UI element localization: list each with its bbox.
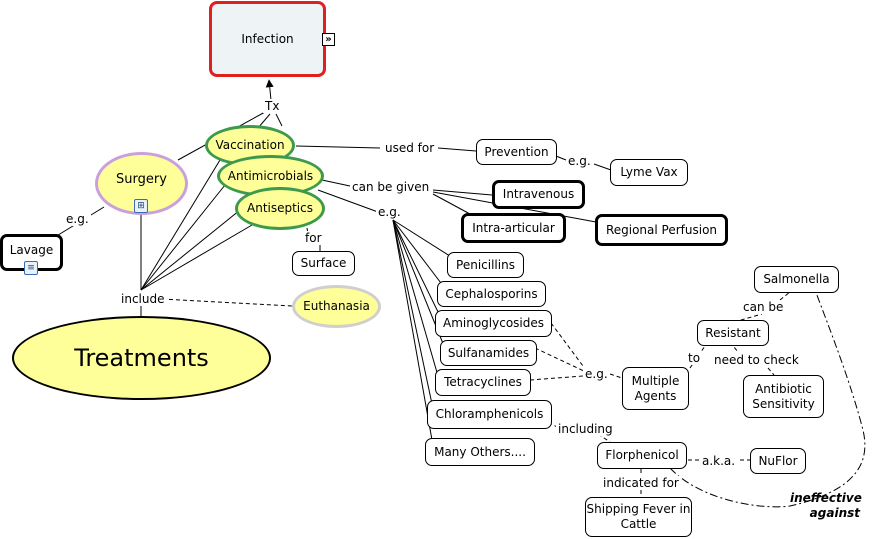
infection-label: Infection bbox=[241, 31, 294, 46]
expand-icon[interactable]: » bbox=[322, 33, 335, 46]
vaccination-label: Vaccination bbox=[215, 138, 285, 152]
can-be-given-label: can be given bbox=[350, 180, 432, 194]
cephalosporins-node[interactable]: Cephalosporins bbox=[437, 281, 546, 307]
aka-label: a.k.a. bbox=[700, 454, 738, 468]
tx-label: Tx bbox=[263, 99, 282, 113]
ineffective-against-label: ineffective against bbox=[790, 491, 862, 520]
indicated-for-label: indicated for bbox=[601, 476, 681, 490]
sulfanamides-label: Sulfanamides bbox=[447, 345, 530, 360]
penicillins-label: Penicillins bbox=[456, 257, 515, 272]
intravenous-label: Intravenous bbox=[502, 187, 575, 201]
infection-node[interactable]: Infection bbox=[209, 1, 326, 77]
surgery-node[interactable]: Surgery bbox=[95, 152, 188, 215]
regional-perfusion-node[interactable]: Regional Perfusion bbox=[595, 214, 728, 246]
for-label: for bbox=[303, 231, 324, 245]
to-label: to bbox=[686, 351, 703, 365]
nuflor-label: NuFlor bbox=[758, 453, 798, 468]
many-others-label: Many Others.... bbox=[434, 444, 526, 459]
antibiotic-sensitivity-label: Antibiotic Sensitivity bbox=[752, 381, 815, 411]
lyme-vax-label: Lyme Vax bbox=[620, 165, 678, 179]
aminoglycosides-node[interactable]: Aminoglycosides bbox=[435, 310, 552, 337]
intra-articular-label: Intra-articular bbox=[472, 220, 555, 235]
tetracyclines-label: Tetracyclines bbox=[444, 375, 522, 389]
can-be-label: can be bbox=[741, 300, 786, 314]
nuflor-node[interactable]: NuFlor bbox=[750, 448, 806, 474]
euthanasia-node[interactable]: Euthanasia bbox=[292, 285, 381, 328]
antimicrobials-label: Antimicrobials bbox=[227, 168, 314, 183]
including-label: including bbox=[556, 422, 615, 436]
antiseptics-label: Antiseptics bbox=[247, 201, 313, 215]
florphenicol-label: Florphenicol bbox=[605, 448, 679, 462]
chloramphenicols-node[interactable]: Chloramphenicols bbox=[427, 400, 552, 429]
surgery-label: Surgery bbox=[116, 172, 167, 187]
prevention-node[interactable]: Prevention bbox=[476, 139, 557, 165]
penicillins-node[interactable]: Penicillins bbox=[447, 252, 524, 278]
shipping-fever-node[interactable]: Shipping Fever in Cattle bbox=[585, 497, 692, 537]
salmonella-label: Salmonella bbox=[763, 272, 830, 286]
antibiotic-sensitivity-node[interactable]: Antibiotic Sensitivity bbox=[743, 375, 824, 418]
eg-multiple-agents-label: e.g. bbox=[583, 367, 610, 381]
prevention-label: Prevention bbox=[484, 144, 549, 159]
tetracyclines-node[interactable]: Tetracyclines bbox=[435, 369, 531, 396]
submap-icon[interactable]: ⊞ bbox=[134, 199, 148, 213]
salmonella-node[interactable]: Salmonella bbox=[754, 266, 839, 293]
used-for-label: used for bbox=[383, 141, 437, 155]
surface-label: Surface bbox=[300, 256, 347, 270]
eg-surgery-label: e.g. bbox=[64, 212, 91, 226]
intravenous-node[interactable]: Intravenous bbox=[492, 180, 585, 209]
treatments-label: Treatments bbox=[74, 343, 209, 372]
chloramphenicols-label: Chloramphenicols bbox=[435, 407, 544, 421]
shipping-fever-label: Shipping Fever in Cattle bbox=[586, 502, 691, 531]
resistant-node[interactable]: Resistant bbox=[697, 320, 769, 346]
antiseptics-node[interactable]: Antiseptics bbox=[235, 187, 325, 230]
sulfanamides-node[interactable]: Sulfanamides bbox=[440, 340, 537, 366]
lavage-label: Lavage bbox=[9, 243, 54, 257]
many-others-node[interactable]: Many Others.... bbox=[425, 438, 535, 466]
need-to-check-label: need to check bbox=[712, 353, 801, 367]
intra-articular-node[interactable]: Intra-articular bbox=[461, 213, 566, 243]
document-icon[interactable]: ≡ bbox=[24, 261, 38, 275]
eg-prevention-label: e.g. bbox=[566, 154, 593, 168]
aminoglycosides-label: Aminoglycosides bbox=[442, 316, 544, 330]
include-label: include bbox=[119, 292, 167, 306]
eg-antimicrobials-label: e.g. bbox=[376, 205, 403, 219]
florphenicol-node[interactable]: Florphenicol bbox=[597, 442, 687, 469]
multiple-agents-node[interactable]: Multiple Agents bbox=[622, 367, 689, 410]
surface-node[interactable]: Surface bbox=[292, 251, 355, 276]
lyme-vax-node[interactable]: Lyme Vax bbox=[610, 159, 688, 186]
cephalosporins-label: Cephalosporins bbox=[445, 286, 538, 301]
treatments-node[interactable]: Treatments bbox=[12, 316, 271, 400]
euthanasia-label: Euthanasia bbox=[303, 299, 370, 313]
multiple-agents-label: Multiple Agents bbox=[631, 373, 680, 403]
resistant-label: Resistant bbox=[705, 325, 761, 340]
regional-perfusion-label: Regional Perfusion bbox=[605, 222, 718, 237]
